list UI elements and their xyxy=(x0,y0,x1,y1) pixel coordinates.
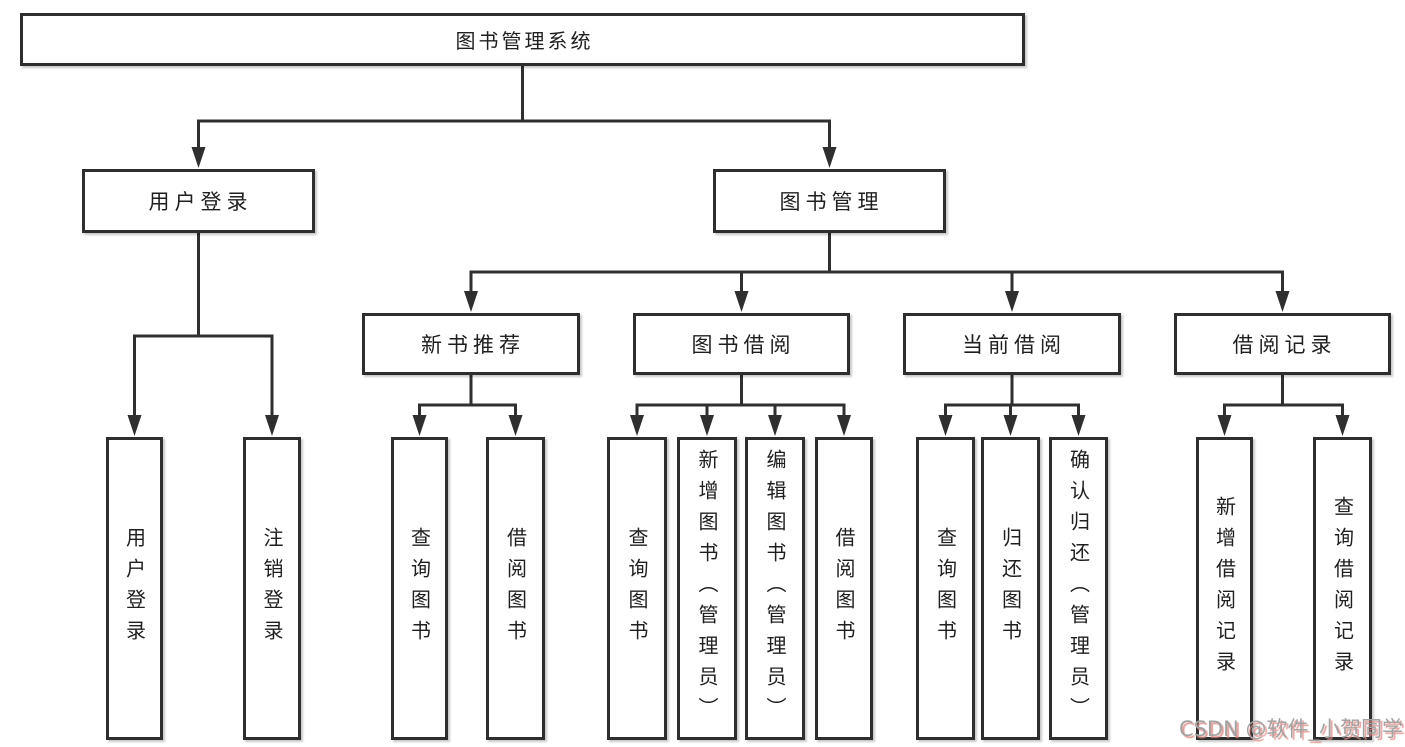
leaf-recommend-query-book: 查询图书 xyxy=(391,437,448,740)
node-label: 查询借阅记录 xyxy=(1330,495,1355,682)
connector-root xyxy=(191,66,837,168)
node-label: 查询图书 xyxy=(407,526,432,651)
node-label: 图书借阅 xyxy=(691,333,796,357)
node-label: 新增借阅记录 xyxy=(1212,495,1237,682)
leaf-borrow-book: 借阅图书 xyxy=(815,437,873,740)
connector-new-book-rec xyxy=(412,375,523,436)
node-label: 借阅图书 xyxy=(503,526,528,651)
leaf-edit-book-admin: 编辑图书（管理员） xyxy=(745,437,805,740)
connector-user-login xyxy=(127,233,279,436)
node-label: 归还图书 xyxy=(998,526,1023,651)
node-label: 确认归还（管理员） xyxy=(1066,449,1091,728)
node-book-borrow: 图书借阅 xyxy=(633,313,850,375)
node-label: 查询图书 xyxy=(933,526,958,651)
node-label: 新书推荐 xyxy=(421,333,525,357)
node-label: 借阅记录 xyxy=(1232,333,1337,357)
connector-book-mgmt xyxy=(464,233,1290,312)
node-current-borrow: 当前借阅 xyxy=(903,313,1121,375)
leaf-borrow-query-book: 查询图书 xyxy=(607,437,667,740)
leaf-recommend-borrow-book: 借阅图书 xyxy=(486,437,545,740)
node-label: 借阅图书 xyxy=(832,526,856,651)
leaf-current-query-book: 查询图书 xyxy=(916,437,975,740)
node-library-system: 图书管理系统 xyxy=(20,13,1025,66)
node-label: 用户登录 xyxy=(122,526,147,651)
node-label: 图书管理系统 xyxy=(455,29,594,53)
connector-book-borrow xyxy=(630,375,851,436)
connector-borrow-record xyxy=(1217,375,1350,436)
leaf-confirm-return-admin: 确认归还（管理员） xyxy=(1049,437,1108,740)
node-label: 图书管理 xyxy=(779,190,884,214)
csdn-watermark: CSDN @软件_小贺同学 xyxy=(1178,717,1403,741)
leaf-add-book-admin: 新增图书（管理员） xyxy=(677,437,737,740)
node-label: 用户登录 xyxy=(148,190,253,214)
leaf-add-borrow-record: 新增借阅记录 xyxy=(1196,437,1253,740)
connector-current-borrow xyxy=(938,375,1086,436)
node-label: 注销登录 xyxy=(260,526,284,651)
leaf-user-login: 用户登录 xyxy=(106,437,163,740)
node-label: 新增图书（管理员） xyxy=(695,449,719,728)
node-label: 当前借阅 xyxy=(962,333,1066,357)
node-label: 查询图书 xyxy=(625,526,649,651)
leaf-logout: 注销登录 xyxy=(243,437,301,740)
node-borrow-record: 借阅记录 xyxy=(1174,313,1391,375)
node-label: 编辑图书（管理员） xyxy=(763,449,787,728)
leaf-query-borrow-record: 查询借阅记录 xyxy=(1313,437,1372,740)
node-user-login: 用户登录 xyxy=(82,169,315,233)
node-new-book-recommend: 新书推荐 xyxy=(362,313,580,375)
node-book-management: 图书管理 xyxy=(713,169,946,233)
leaf-return-book: 归还图书 xyxy=(981,437,1040,740)
